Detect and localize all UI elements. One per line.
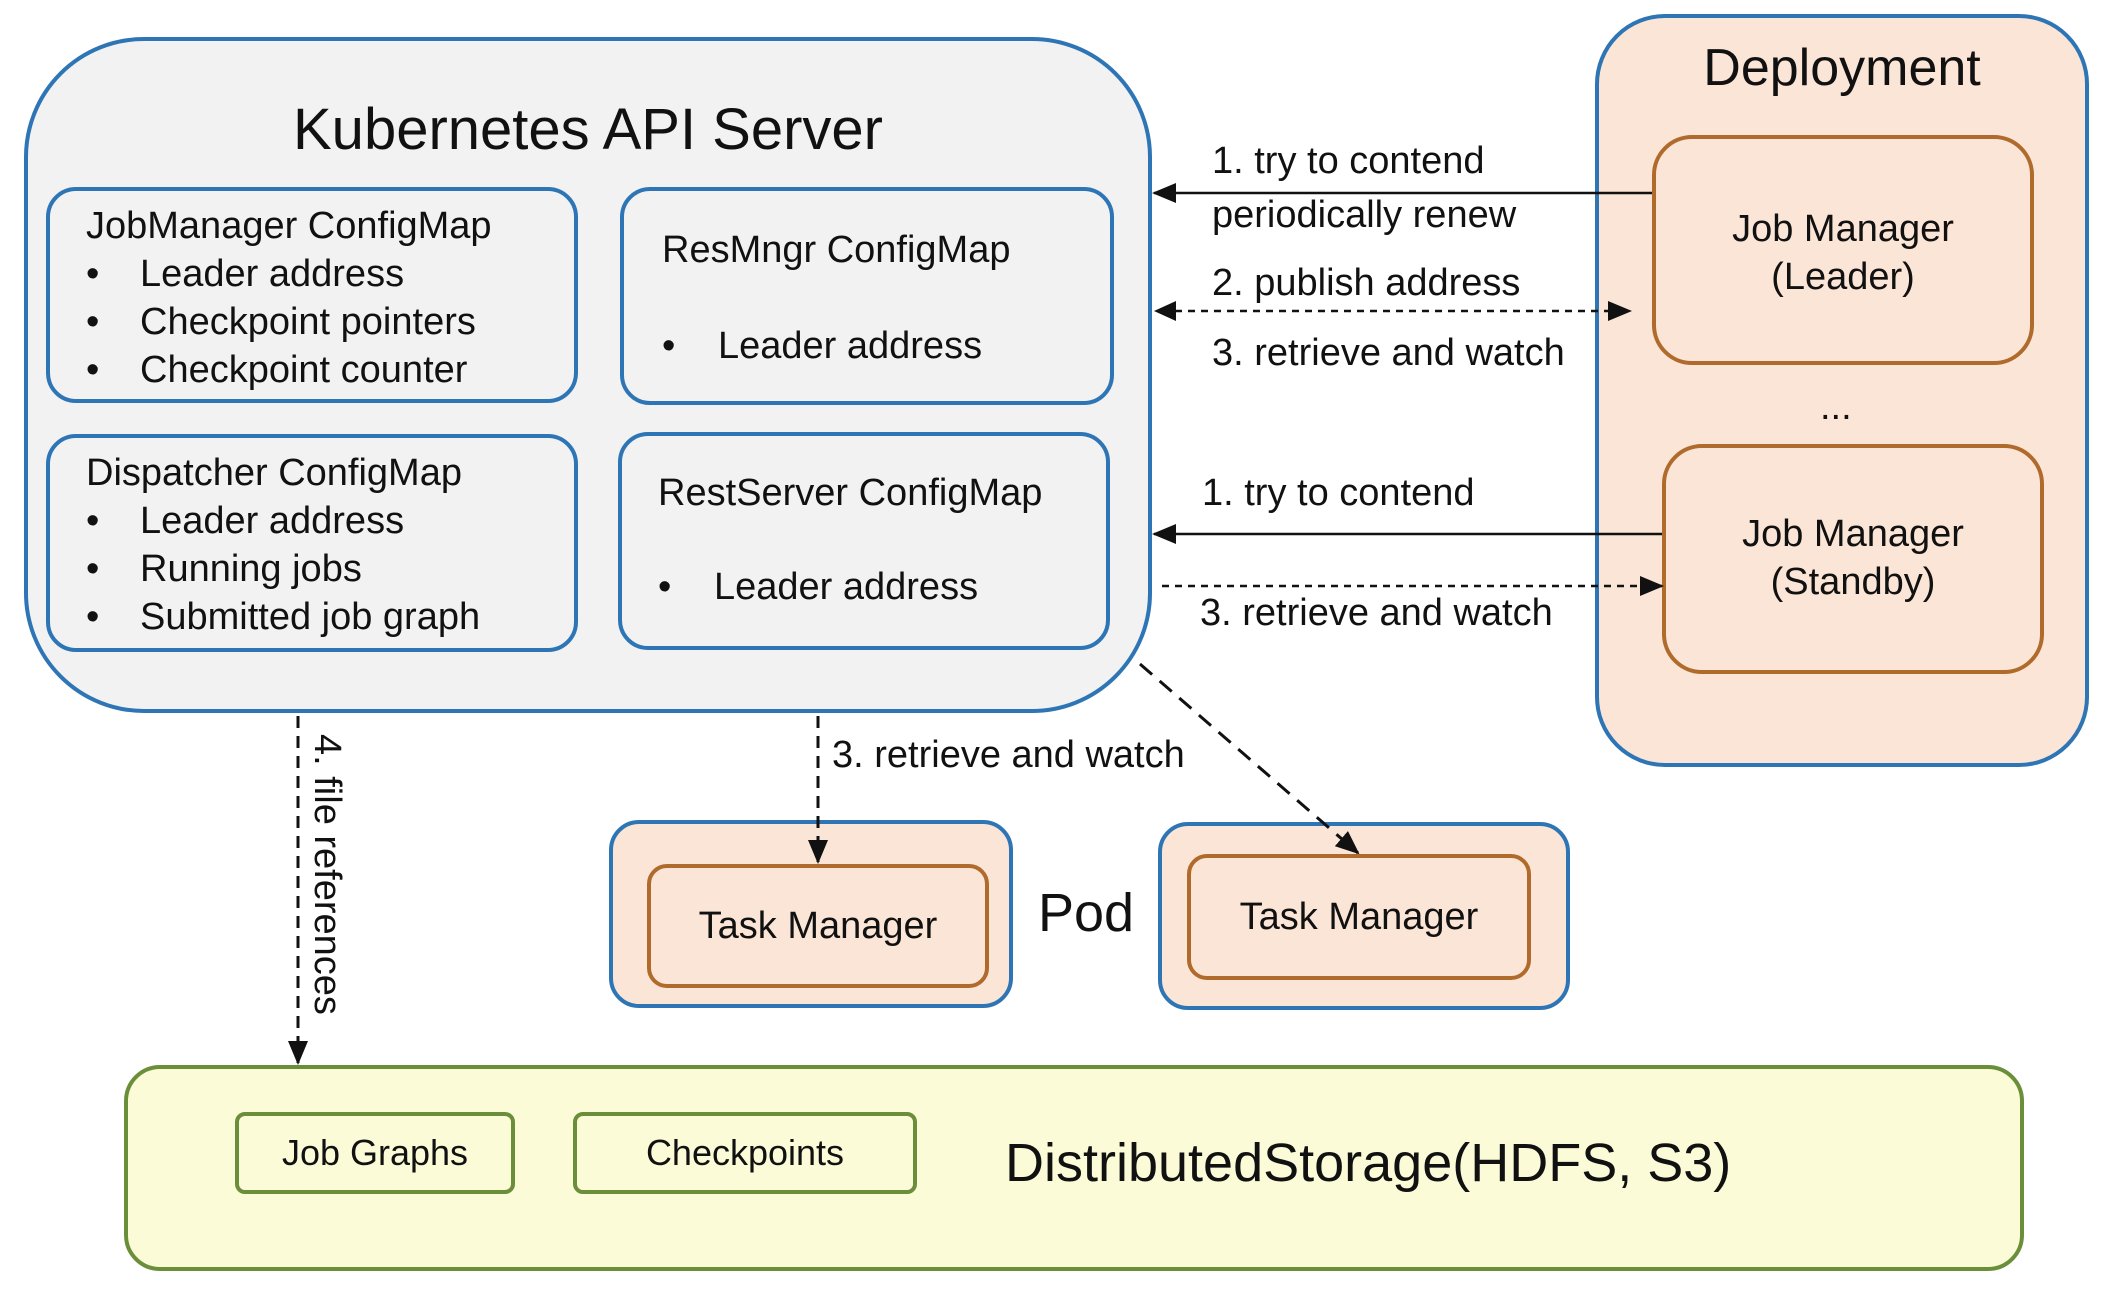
- label-leader-retrieve: 3. retrieve and watch: [1212, 332, 1565, 374]
- label-standby-retrieve: 3. retrieve and watch: [1200, 592, 1553, 634]
- label-standby-contend: 1. try to contend: [1202, 472, 1475, 514]
- configmap-item: •Leader address: [86, 253, 405, 295]
- task-manager: Task Manager: [1187, 854, 1531, 980]
- label-leader-contend: 1. try to contend: [1212, 140, 1485, 182]
- configmap-title: JobManager ConfigMap: [86, 205, 492, 247]
- configmap-item: •Leader address: [658, 566, 979, 608]
- job-graphs: Job Graphs: [235, 1112, 515, 1194]
- storage-title: DistributedStorage(HDFS, S3): [1005, 1133, 1732, 1193]
- task-manager: Task Manager: [647, 864, 989, 988]
- deployment-title: Deployment: [1703, 39, 1981, 97]
- checkpoints: Checkpoints: [573, 1112, 917, 1194]
- resmngr-configmap: ResMngr ConfigMap •Leader address: [620, 187, 1114, 405]
- configmap-item: •Checkpoint counter: [86, 349, 468, 391]
- label-leader-renew: periodically renew: [1212, 194, 1517, 236]
- arrowhead-api-leader: [1154, 301, 1176, 321]
- configmap-title: RestServer ConfigMap: [658, 472, 1043, 514]
- configmap-item: •Running jobs: [86, 548, 362, 590]
- dispatcher-configmap: Dispatcher ConfigMap •Leader address •Ru…: [46, 434, 578, 652]
- configmap-title: ResMngr ConfigMap: [662, 229, 1011, 271]
- label-publish: 2. publish address: [1212, 262, 1521, 304]
- arrow-tm2-retrieve: [1139, 662, 1360, 855]
- job-manager-standby: Job Manager (Standby): [1662, 444, 2044, 674]
- label-tm-retrieve: 3. retrieve and watch: [832, 734, 1185, 776]
- jobmanager-configmap: JobManager ConfigMap •Leader address •Ch…: [46, 187, 578, 403]
- configmap-title: Dispatcher ConfigMap: [86, 452, 462, 494]
- job-manager-leader: Job Manager (Leader): [1652, 135, 2034, 365]
- label-file-references: 4. file references: [306, 734, 348, 1015]
- pod-label: Pod: [1038, 883, 1135, 943]
- configmap-item: •Checkpoint pointers: [86, 301, 476, 343]
- ellipsis: ...: [1820, 386, 1852, 428]
- configmap-item: •Leader address: [86, 500, 405, 542]
- configmap-item: •Submitted job graph: [86, 596, 481, 638]
- api-server-title: Kubernetes API Server: [293, 97, 883, 162]
- configmap-item: •Leader address: [662, 325, 983, 367]
- restserver-configmap: RestServer ConfigMap •Leader address: [618, 432, 1110, 650]
